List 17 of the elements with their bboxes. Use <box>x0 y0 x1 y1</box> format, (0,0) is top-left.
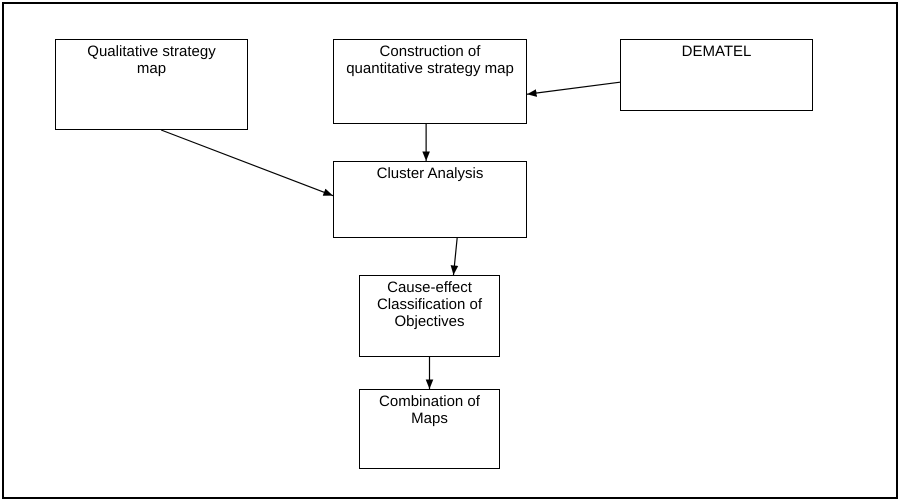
box-label: DEMATEL <box>682 43 752 60</box>
process-box <box>359 389 500 469</box>
process-box <box>333 161 527 238</box>
arrow <box>422 124 430 161</box>
box-label: Cluster Analysis <box>376 165 484 182</box>
box-label: Qualitative strategy map <box>86 43 217 77</box>
box-label: Combination of Maps <box>378 393 481 427</box>
process-box <box>359 275 500 357</box>
box-label: Construction of quantitative strategy map <box>345 43 515 77</box>
process-box <box>333 39 527 124</box>
process-box <box>620 39 813 111</box>
arrow <box>450 238 458 276</box>
arrow <box>160 129 334 196</box>
box-label: Cause-effect Classification of Objectives <box>376 279 484 330</box>
arrow <box>526 82 620 97</box>
arrow <box>426 357 434 389</box>
process-box <box>55 39 248 130</box>
